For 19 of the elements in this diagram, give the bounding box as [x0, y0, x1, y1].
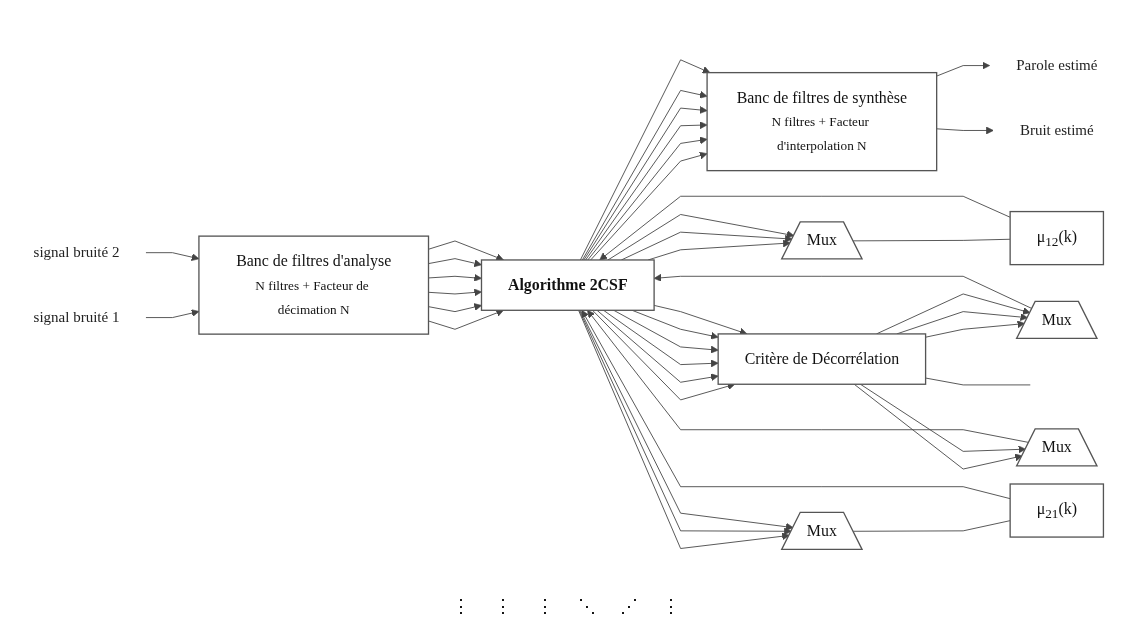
ellipsis-dots: ⋮	[493, 595, 512, 617]
ellipsis-dots: ⋮	[661, 595, 680, 617]
node-box: Algorithme 2CSF	[480, 259, 655, 312]
node-box: Banc de filtres d'analyse N filtres + Facteur de décimation N	[198, 235, 430, 336]
node-box: μ$_{21}$(k)	[1009, 483, 1105, 538]
ellipsis-dots: ⋮	[535, 595, 554, 617]
node-box: Banc de filtres de synthèse N filtres + Facteur d'interpolation N	[706, 72, 938, 172]
node-box: μ$_{12}$(k)	[1009, 211, 1105, 266]
connector	[925, 377, 1031, 386]
connector	[852, 239, 1011, 242]
ellipsis-dots: ⋰	[619, 595, 638, 617]
ellipsis-dots: ⋮	[451, 595, 470, 617]
node-text: signal bruité 2	[33, 244, 120, 262]
ellipsis-dots: ⋱	[577, 595, 596, 617]
node-text: Bruit estimé	[1019, 122, 1094, 139]
node-text: Parole estimé	[1016, 57, 1098, 74]
connector	[852, 520, 1011, 532]
node-box: Critère de Décorrélation	[717, 333, 927, 386]
node-text: signal bruité 1	[33, 309, 120, 327]
